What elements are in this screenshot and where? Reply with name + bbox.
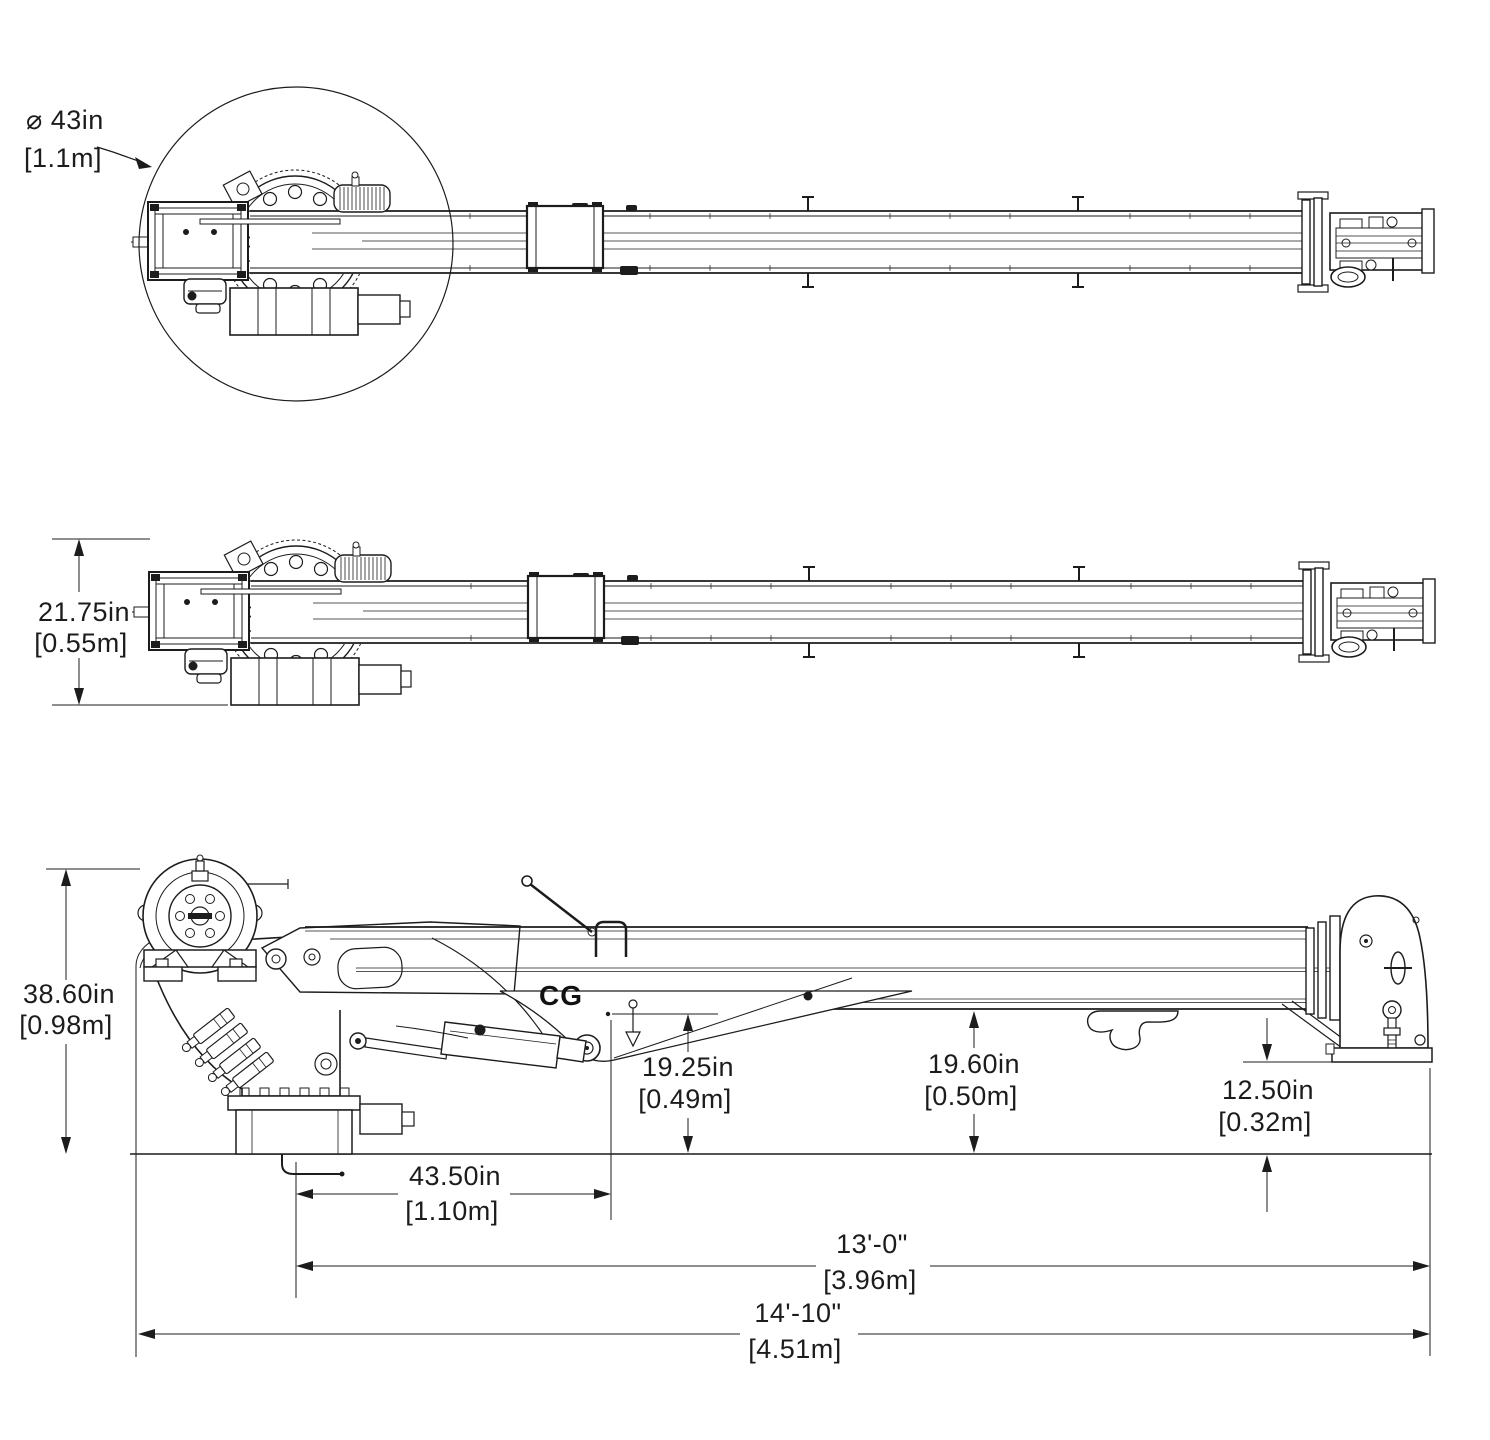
cg-setback-metric: [1.10m]	[405, 1196, 499, 1226]
cg-height-metric: [0.49m]	[638, 1084, 732, 1114]
boom-clearance-label: 19.60in	[928, 1049, 1020, 1079]
stowed-height-label: 21.75in	[38, 597, 130, 627]
detail-diameter-metric: [1.1m]	[24, 143, 102, 173]
winch-side	[135, 854, 289, 982]
dim-boom-clearance: 19.60in [0.50m]	[924, 1011, 1020, 1153]
dim-overall-length: 14'-10" [4.51m]	[138, 1298, 1430, 1364]
tip-height-label: 12.50in	[1222, 1075, 1314, 1105]
pivot-to-tip-label: 13'-0"	[836, 1229, 908, 1259]
detail-leader	[96, 146, 152, 169]
overall-height-metric: [0.98m]	[19, 1010, 113, 1040]
stowed-height-metric: [0.55m]	[34, 628, 128, 658]
top-view: ⌀ 43in [1.1m]	[24, 86, 1436, 402]
tip-height-metric: [0.32m]	[1218, 1107, 1312, 1137]
detail-circle	[138, 86, 454, 402]
pedestal-base	[227, 1087, 415, 1177]
dim-tip-height: 12.50in [0.32m]	[1218, 1018, 1334, 1212]
overall-length-metric: [4.51m]	[748, 1334, 842, 1364]
pivot-to-tip-metric: [3.96m]	[823, 1265, 917, 1295]
valve-bank	[181, 1007, 274, 1097]
dim-stowed-height: 21.75in [0.55m]	[34, 538, 228, 706]
middle-view: 21.75in [0.55m]	[34, 538, 1437, 707]
overall-height-label: 38.60in	[23, 979, 115, 1009]
dim-cg-setback: 43.50in [1.10m]	[295, 1020, 612, 1298]
boom-side	[260, 875, 1330, 1062]
lift-cylinder	[349, 1021, 587, 1069]
dim-overall-height: 38.60in [0.98m]	[19, 868, 140, 1154]
dim-pivot-to-tip: 13'-0" [3.96m]	[296, 1068, 1431, 1356]
cg-height-label: 19.25in	[642, 1052, 734, 1082]
cg-marker: CG	[539, 980, 718, 1048]
cg-setback-label: 43.50in	[409, 1161, 501, 1191]
detail-diameter-label: ⌀ 43in	[26, 105, 104, 135]
dim-cg-height: 19.25in [0.49m]	[638, 1014, 734, 1153]
cg-label: CG	[539, 980, 583, 1011]
side-view	[130, 854, 1433, 1357]
travel-lock-handle	[521, 875, 628, 957]
rope-keeper-hook	[1086, 1010, 1179, 1051]
boom-tip-head	[1281, 895, 1433, 1063]
overall-length-label: 14'-10"	[754, 1298, 841, 1328]
boom-butt-plate	[260, 921, 521, 995]
dimensions: 38.60in [0.98m] CG 19.25in [0.49m]	[19, 868, 1431, 1364]
boom-clearance-metric: [0.50m]	[924, 1081, 1018, 1111]
